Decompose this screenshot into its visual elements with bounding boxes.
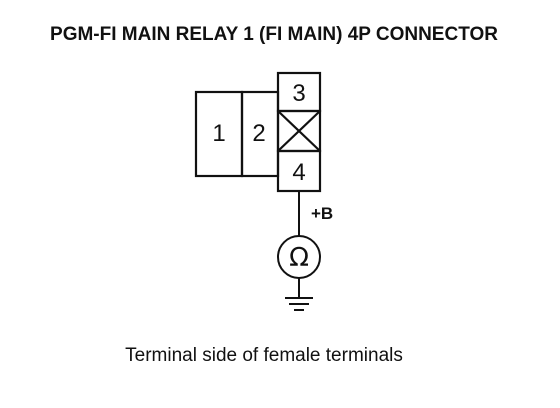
diagram-title: PGM-FI MAIN RELAY 1 (FI MAIN) 4P CONNECT…: [50, 24, 498, 45]
pin-3-label: 3: [292, 80, 305, 107]
ohmmeter-icon: Ω: [277, 235, 321, 279]
pin-1-label: 1: [212, 120, 225, 147]
battery-positive-label: +B: [311, 204, 333, 223]
pin-4-label: 4: [292, 159, 305, 186]
diagram-caption: Terminal side of female terminals: [125, 345, 403, 366]
blank-cell-cross-b: [277, 110, 321, 152]
ground-icon: [285, 297, 313, 311]
pin-2-label: 2: [252, 120, 265, 147]
ohm-symbol: Ω: [289, 243, 309, 273]
